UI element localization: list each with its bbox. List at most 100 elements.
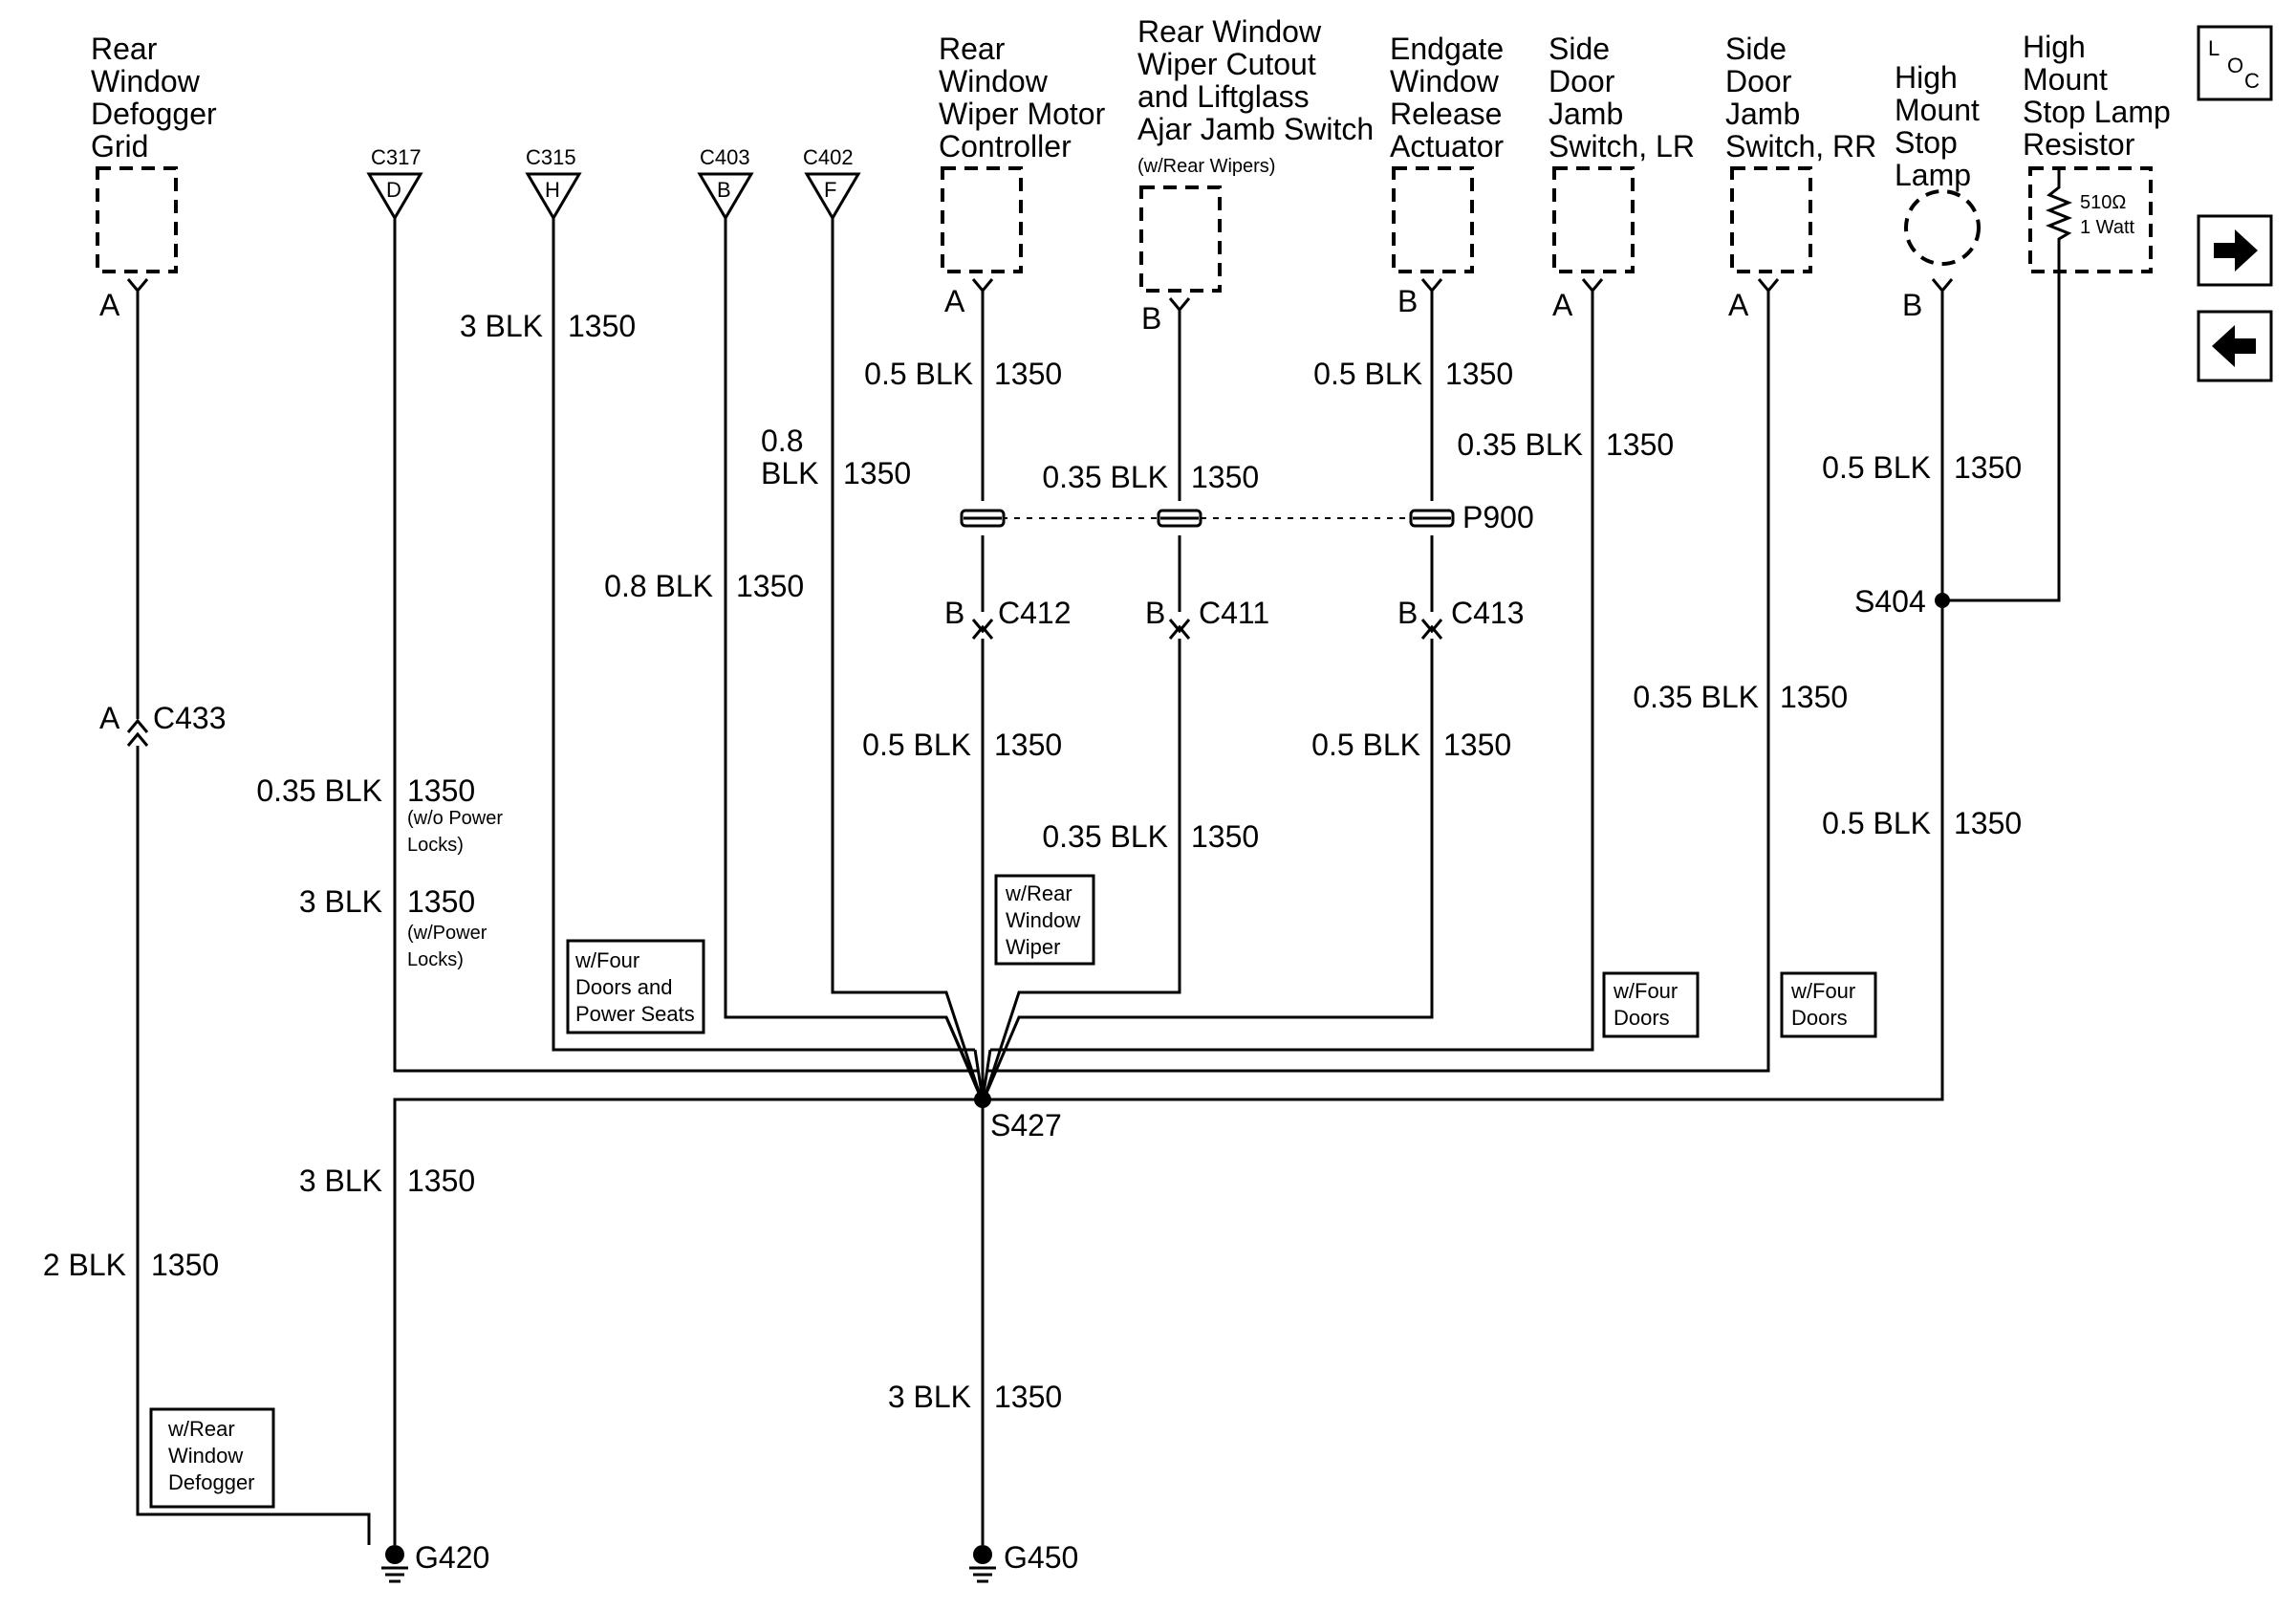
wire-note: (w/Power bbox=[407, 923, 487, 944]
defogger-grid-box bbox=[96, 166, 178, 273]
wire-circuit: 1350 bbox=[1443, 728, 1511, 762]
pin-letter: A bbox=[944, 284, 965, 318]
wire-circuit: 1350 bbox=[151, 1248, 219, 1282]
pin-letter: A bbox=[1728, 288, 1749, 322]
title-line: Window bbox=[1390, 64, 1500, 98]
option-text: Defogger bbox=[168, 1470, 255, 1494]
connector-c315: C315 H bbox=[525, 145, 582, 221]
title-line: Wiper Cutout bbox=[1137, 47, 1316, 81]
arrow-left-icon bbox=[2212, 325, 2256, 367]
title-line: and Liftglass bbox=[1137, 79, 1310, 114]
pin-letter: B bbox=[1902, 288, 1922, 322]
option-text: Doors bbox=[1614, 1006, 1670, 1030]
option-text: w/Four bbox=[1790, 979, 1855, 1003]
splice-s427 bbox=[974, 1091, 991, 1108]
option-text: Wiper bbox=[1006, 935, 1060, 959]
pin-letter: A bbox=[99, 288, 120, 322]
loc-c: C bbox=[2244, 69, 2260, 93]
s404-label: S404 bbox=[1854, 584, 1926, 619]
c412-label: C412 bbox=[998, 596, 1072, 630]
wires bbox=[126, 218, 2061, 1545]
pin-letter: A bbox=[1552, 288, 1573, 322]
option-text: Doors bbox=[1791, 1006, 1848, 1030]
title-line: Wiper Motor bbox=[939, 97, 1106, 131]
arrow-right-icon bbox=[2214, 229, 2258, 272]
title-line: Rear Window bbox=[1137, 14, 1322, 49]
loc-l: L bbox=[2208, 36, 2220, 60]
g450-label: G450 bbox=[1004, 1540, 1078, 1575]
stop-lamp-bulb bbox=[1904, 189, 1981, 266]
title-line: High bbox=[2023, 30, 2086, 64]
c433-pin: A bbox=[99, 701, 120, 735]
component-jamb-rr-title: Side Door Jamb Switch, RR bbox=[1725, 32, 1876, 163]
connector-c402: C402 F bbox=[803, 145, 861, 221]
s427-label: S427 bbox=[990, 1108, 1062, 1142]
connector-name: C403 bbox=[700, 145, 750, 169]
connector-pin: F bbox=[824, 178, 836, 202]
title-line: Rear bbox=[91, 32, 158, 66]
title-line: Door bbox=[1549, 64, 1615, 98]
title-line: Release bbox=[1390, 97, 1502, 131]
wire-size: 0.5 BLK bbox=[1822, 450, 1931, 485]
option-text: Window bbox=[1006, 908, 1080, 932]
title-line: Window bbox=[939, 64, 1049, 98]
option-text: Power Seats bbox=[575, 1002, 695, 1026]
wire-size: 3 BLK bbox=[460, 309, 543, 343]
title-note: (w/Rear Wipers) bbox=[1137, 156, 1275, 177]
wire-size: 3 BLK bbox=[888, 1380, 971, 1414]
endgate-actuator-box bbox=[1392, 166, 1474, 273]
wire-circuit: 1350 bbox=[407, 1164, 475, 1198]
c412-pin: B bbox=[944, 596, 964, 630]
wire-note: Locks) bbox=[407, 835, 464, 856]
title-line: Grid bbox=[91, 129, 148, 163]
wire-size: 2 BLK bbox=[43, 1248, 126, 1282]
wire-circuit: 1350 bbox=[994, 357, 1062, 391]
pin-letter: B bbox=[1141, 301, 1161, 336]
option-box-four-doors-seats: w/Four Doors and Power Seats bbox=[566, 939, 705, 1034]
wire-labels: 3 BLK 1350 0.5 BLK 1350 0.8 BLK 1350 0.3… bbox=[43, 309, 2022, 1414]
stop-lamp-resistor-box bbox=[2028, 166, 2153, 273]
title-line: Side bbox=[1725, 32, 1787, 66]
component-liftglass-title: Rear Window Wiper Cutout and Liftglass A… bbox=[1137, 14, 1374, 177]
ground-g450 bbox=[969, 1545, 996, 1583]
title-line: Side bbox=[1549, 32, 1610, 66]
loc-o: O bbox=[2227, 54, 2243, 77]
option-box-four-doors-rr: w/Four Doors bbox=[1780, 971, 1877, 1038]
title-line: Jamb bbox=[1549, 97, 1623, 131]
splice-s404 bbox=[1935, 593, 1950, 608]
jamb-switch-rr-box bbox=[1730, 166, 1812, 273]
loc-button[interactable]: L O C bbox=[2197, 25, 2273, 101]
connector-name: C317 bbox=[371, 145, 422, 169]
wire-size: 0.35 BLK bbox=[1042, 460, 1168, 494]
title-line: Window bbox=[91, 64, 201, 98]
title-line: Ajar Jamb Switch bbox=[1137, 112, 1374, 146]
title-line: Mount bbox=[1895, 93, 1980, 127]
component-wiper-motor-title: Rear Window Wiper Motor Controller bbox=[939, 32, 1106, 163]
wire-circuit: 1350 bbox=[1954, 450, 2022, 485]
wire-size: 0.35 BLK bbox=[1633, 680, 1759, 714]
connector-name: C315 bbox=[526, 145, 576, 169]
wire-size: 3 BLK bbox=[299, 884, 382, 919]
connector-pin: B bbox=[717, 178, 731, 202]
previous-page-button[interactable] bbox=[2197, 310, 2273, 382]
wire-size: 3 BLK bbox=[299, 1164, 382, 1198]
option-text: w/Four bbox=[1613, 979, 1678, 1003]
wire-note: (w/o Power bbox=[407, 808, 503, 829]
option-text: w/Rear bbox=[167, 1417, 235, 1441]
wire-circuit: 1350 bbox=[1606, 427, 1674, 462]
wire-circuit: 1350 bbox=[994, 728, 1062, 762]
c411-label: C411 bbox=[1199, 596, 1269, 630]
jamb-switch-lr-box bbox=[1552, 166, 1635, 273]
wire-circuit: 1350 bbox=[1780, 680, 1848, 714]
next-page-button[interactable] bbox=[2197, 214, 2273, 287]
wire-size: 0.5 BLK bbox=[1311, 728, 1420, 762]
wire-circuit: 1350 bbox=[1191, 819, 1259, 854]
title-line: High bbox=[1895, 60, 1958, 95]
component-endgate-title: Endgate Window Release Actuator bbox=[1390, 32, 1505, 163]
component-defogger-title: Rear Window Defogger Grid bbox=[91, 32, 217, 163]
title-line: Door bbox=[1725, 64, 1792, 98]
option-text: Window bbox=[168, 1444, 243, 1468]
pin-letter: B bbox=[1397, 284, 1418, 318]
title-line: Mount bbox=[2023, 62, 2108, 97]
